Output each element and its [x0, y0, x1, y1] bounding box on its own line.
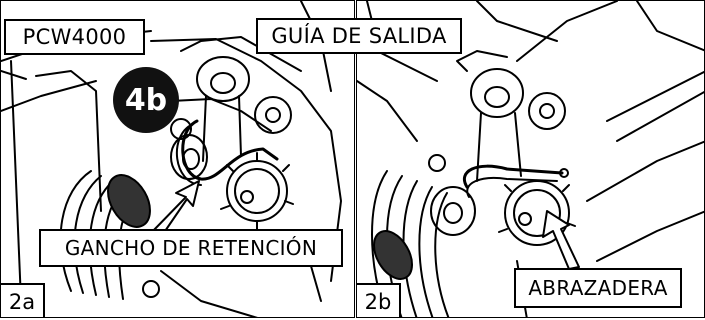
title-label: GUÍA DE SALIDA [256, 18, 462, 54]
panel-id-2a: 2a [1, 283, 45, 317]
step-badge: 4b [113, 67, 179, 133]
callout-retaining-hook: GANCHO DE RETENCIÓN [39, 229, 343, 267]
panel-id-2b: 2b [357, 283, 401, 317]
model-label: PCW4000 [4, 19, 145, 55]
callout-clamp: ABRAZADERA [514, 268, 682, 308]
